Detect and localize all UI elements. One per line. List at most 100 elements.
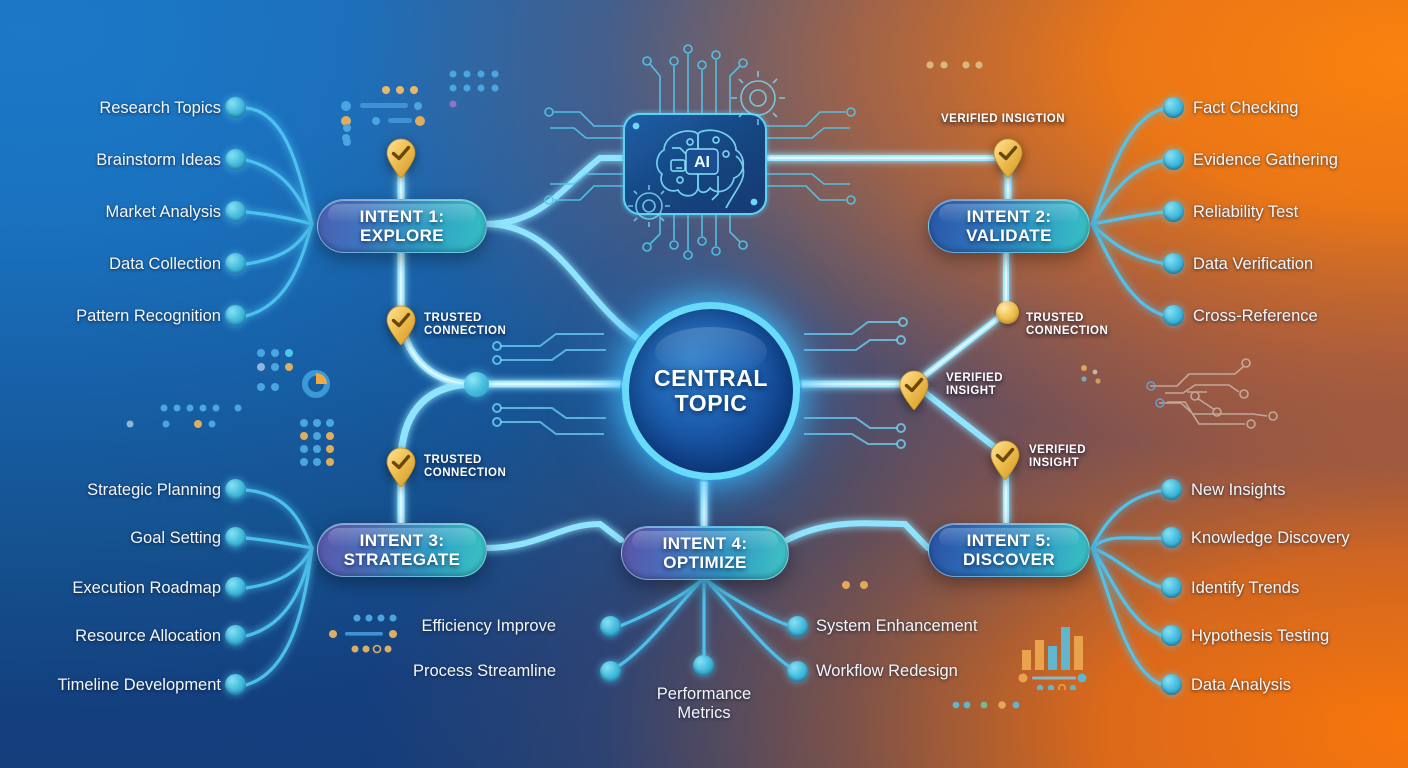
intent-2-line2: VALIDATE [966, 226, 1052, 245]
leaf-label-process-streamline: Process Streamline [412, 662, 556, 680]
central-topic-label: CENTRAL TOPIC [654, 365, 768, 417]
leaf-label-knowledge-discovery: Knowledge Discovery [1191, 529, 1350, 547]
bar-chart-icon [1018, 620, 1090, 695]
performance-metrics-line2: Metrics [677, 704, 731, 722]
leaf-dot-timeline-development[interactable] [225, 674, 246, 695]
left-hub-dot[interactable] [464, 372, 489, 397]
badge-pin-verified-insigtion[interactable] [992, 138, 1024, 183]
intent-4-line2: OPTIMIZE [663, 553, 747, 572]
intent-node-4[interactable]: INTENT 4: OPTIMIZE [621, 526, 789, 580]
leaf-label-data-collection: Data Collection [109, 255, 221, 273]
intent-node-2[interactable]: INTENT 2: VALIDATE [928, 199, 1090, 253]
badge-pin-trusted-connection-1[interactable] [385, 305, 417, 350]
central-topic-line2: TOPIC [674, 390, 748, 416]
leaf-label-goal-setting: Goal Setting [130, 529, 221, 547]
dot-grid-icon [298, 417, 348, 472]
badge-label-trusted-connection-2: TRUSTED CONNECTION [424, 454, 507, 479]
leaf-dot-process-streamline[interactable] [600, 661, 621, 682]
intent-1-line1: INTENT 1: [359, 206, 445, 226]
leaf-dot-workflow-redesign[interactable] [787, 661, 808, 682]
intent-2-line1: INTENT 2: [966, 206, 1052, 226]
leaf-dot-performance-metrics[interactable] [693, 655, 714, 676]
intent-node-1[interactable]: INTENT 1: EXPLORE [317, 199, 487, 253]
badge-label-trusted-connection-1: TRUSTED CONNECTION [424, 312, 507, 337]
leaf-dot-strategic-planning[interactable] [225, 479, 246, 500]
leaf-dot-data-analysis[interactable] [1161, 674, 1182, 695]
verified-check-pin-icon [990, 440, 1020, 481]
leaf-dot-goal-setting[interactable] [225, 527, 246, 548]
dot-row-icon [840, 578, 874, 597]
badge-label-trusted-connection-3: TRUSTED CONNECTION [1026, 312, 1109, 337]
leaf-label-workflow-redesign: Workflow Redesign [816, 662, 958, 680]
intent-node-5[interactable]: INTENT 5: DISCOVER [928, 523, 1090, 577]
badge-pin-explore-top[interactable] [385, 138, 417, 183]
leaf-dot-market-analysis[interactable] [225, 201, 246, 222]
leaf-dot-system-enhancement[interactable] [787, 616, 808, 637]
leaf-label-strategic-planning: Strategic Planning [87, 481, 221, 499]
dot-row-icon [924, 58, 984, 77]
intent-3-line2: STRATEGATE [343, 550, 461, 569]
leaf-label-execution-roadmap: Execution Roadmap [72, 579, 221, 597]
dot-cluster-icon [1078, 362, 1108, 397]
intent-4-line1: INTENT 4: [662, 533, 748, 553]
badge-knob-trusted-connection-3[interactable] [996, 301, 1019, 324]
leaf-label-data-verification: Data Verification [1193, 255, 1314, 273]
leaf-dot-pattern-recognition[interactable] [225, 305, 246, 326]
leaf-dot-identify-trends[interactable] [1161, 577, 1182, 598]
performance-metrics-line1: Performance [656, 685, 752, 703]
leaf-label-system-enhancement: System Enhancement [816, 617, 978, 635]
leaf-dot-data-verification[interactable] [1163, 253, 1184, 274]
leaf-label-brainstorm-ideas: Brainstorm Ideas [96, 151, 221, 169]
leaf-label-performance-metrics: Performance Metrics [654, 685, 754, 723]
circuit-trace-icon [1145, 358, 1295, 443]
badge-label-verified-insight-1: VERIFIED INSIGHT [946, 372, 1004, 397]
ai-brain-chip-icon: AI [540, 28, 870, 260]
dot-grid-icon [255, 345, 310, 405]
leaf-label-efficiency-improve: Efficiency Improve [421, 617, 557, 635]
leaf-label-data-analysis: Data Analysis [1191, 676, 1291, 694]
leaf-dot-reliability-test[interactable] [1163, 201, 1184, 222]
donut-chart-icon [300, 368, 332, 405]
leaf-dot-execution-roadmap[interactable] [225, 577, 246, 598]
leaf-dot-resource-allocation[interactable] [225, 625, 246, 646]
ai-chip-label: AI [694, 154, 710, 171]
leaf-label-identify-trends: Identify Trends [1191, 579, 1300, 597]
leaf-label-resource-allocation: Resource Allocation [75, 627, 221, 645]
intent-5-line1: INTENT 5: [966, 530, 1052, 550]
leaf-dot-cross-reference[interactable] [1163, 305, 1184, 326]
verified-check-pin-icon [386, 305, 416, 346]
badge-pin-verified-insight-1[interactable] [898, 370, 930, 415]
dot-row-icon [950, 698, 1030, 717]
leaf-label-research-topics: Research Topics [99, 99, 221, 117]
verified-check-pin-icon [386, 447, 416, 488]
dash-dot-row-icon [325, 612, 405, 662]
leaf-dot-fact-checking[interactable] [1163, 97, 1184, 118]
leaf-label-reliability-test: Reliability Test [1193, 203, 1299, 221]
dot-grid-icon [447, 66, 507, 126]
leaf-dot-efficiency-improve[interactable] [600, 616, 621, 637]
verified-check-pin-icon [993, 138, 1023, 179]
badge-label-verified-insigtion: VERIFIED INSIGTION [941, 113, 1066, 125]
verified-check-pin-icon [386, 138, 416, 179]
intent-3-line1: INTENT 3: [359, 530, 445, 550]
leaf-dot-evidence-gathering[interactable] [1163, 149, 1184, 170]
badge-pin-trusted-connection-2[interactable] [385, 447, 417, 492]
leaf-dot-hypothesis-testing[interactable] [1161, 625, 1182, 646]
leaf-dot-research-topics[interactable] [225, 97, 246, 118]
central-topic-node[interactable]: CENTRAL TOPIC [622, 302, 800, 480]
leaf-label-evidence-gathering: Evidence Gathering [1193, 151, 1338, 169]
leaf-label-timeline-development: Timeline Development [57, 676, 221, 694]
dot-column-icon [340, 120, 360, 165]
leaf-dot-data-collection[interactable] [225, 253, 246, 274]
intent-node-3[interactable]: INTENT 3: STRATEGATE [317, 523, 487, 577]
leaf-dot-knowledge-discovery[interactable] [1161, 527, 1182, 548]
dash-dot-row-icon [338, 72, 488, 147]
leaf-label-market-analysis: Market Analysis [105, 203, 221, 221]
leaf-dot-new-insights[interactable] [1161, 479, 1182, 500]
badge-pin-verified-insight-2[interactable] [989, 440, 1021, 485]
leaf-dot-brainstorm-ideas[interactable] [225, 149, 246, 170]
leaf-label-cross-reference: Cross-Reference [1193, 307, 1318, 325]
verified-check-pin-icon [899, 370, 929, 411]
badge-label-verified-insight-2: VERIFIED INSIGHT [1029, 444, 1087, 469]
